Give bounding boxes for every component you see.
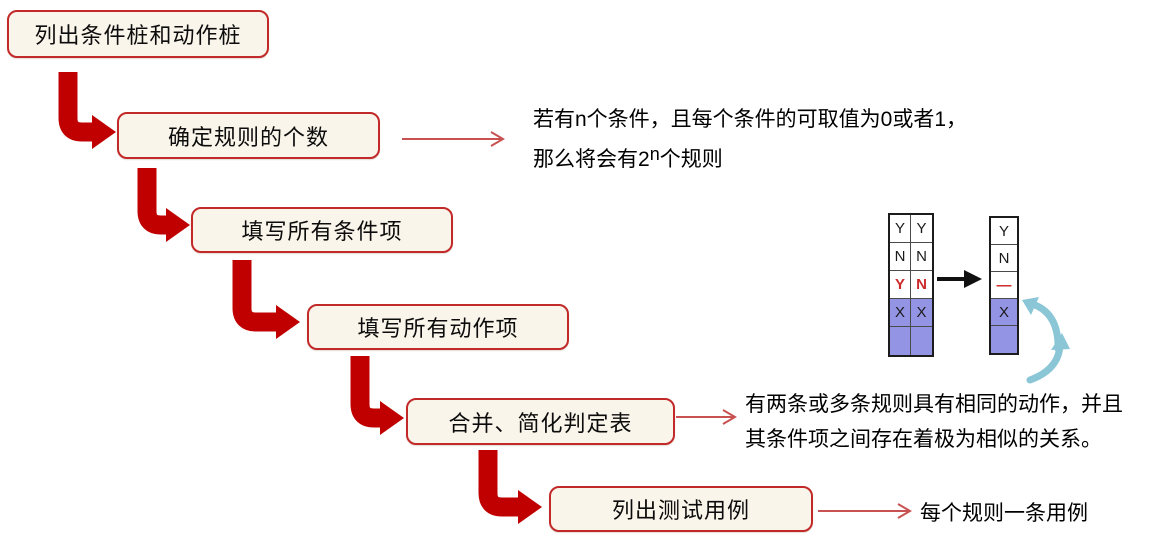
elbow-arrow-step4-step5 [350,356,404,435]
table-row: Y N [890,271,932,299]
note-line: 有两条或多条规则具有相同的动作，并且 [745,393,1123,416]
table-cell: X [890,299,911,327]
table-cell: X [991,299,1017,326]
decision-table-before-merge: Y Y N N Y N X X [888,213,934,357]
flow-step-merge-simplify: 合并、简化判定表 [406,398,675,445]
table-cell: Y [890,215,911,243]
table-cell: Y [911,215,932,243]
thin-arrow-rules-note [402,131,505,147]
table-row: Y Y [890,215,932,243]
elbow-arrow-step2-step3 [137,168,190,242]
table-cell: N [890,243,911,271]
flow-step-list-testcases: 列出测试用例 [549,486,813,532]
flow-step-label: 列出条件桩和动作桩 [34,23,242,48]
flow-step-list-stubs: 列出条件桩和动作桩 [7,10,269,58]
note-line: 其条件项之间存在着极为相似的关系。 [745,428,1102,451]
note-test-case: 每个规则一条用例 [920,502,1088,525]
table-row: N [991,245,1017,272]
note-line: 若有n个条件，且每个条件的可取值为0或者1， [533,108,968,131]
thin-arrow-case-note [818,503,912,519]
table-row [991,326,1017,353]
table-cell [890,327,911,355]
flow-step-label: 列出测试用例 [611,498,750,523]
flow-step-label: 填写所有动作项 [357,316,519,341]
table-row [890,327,932,355]
elbow-arrow-step3-step4 [232,260,300,339]
curved-swap-arrow-icon [1022,297,1070,384]
table-cell [911,327,932,355]
merge-tables-arrow [937,270,982,288]
flow-step-label: 填写所有条件项 [241,219,403,244]
thin-arrow-merge-note [676,409,737,425]
elbow-arrow-step5-step6 [478,450,542,524]
table-cell: N [911,271,932,299]
decision-table-after-merge: Y N — X [989,216,1019,355]
table-row: — [991,272,1017,299]
flow-step-fill-conditions: 填写所有条件项 [191,207,453,253]
table-row: X X [890,299,932,327]
table-cell: Y [991,218,1017,245]
superscript-n: n [649,144,660,164]
note-line: 那么将会有2n个规则 [533,144,723,171]
table-cell [991,326,1017,353]
table-row: Y [991,218,1017,245]
table-cell: — [991,272,1017,299]
flow-step-rule-count: 确定规则的个数 [117,112,380,159]
table-cell: Y [890,271,911,299]
table-row: N N [890,243,932,271]
table-cell: X [911,299,932,327]
note-merge-rule: 有两条或多条规则具有相同的动作，并且 其条件项之间存在着极为相似的关系。 [745,387,1123,457]
flow-step-label: 合并、简化判定表 [448,410,633,436]
table-row: X [991,299,1017,326]
table-cell: N [991,245,1017,272]
flow-step-fill-actions: 填写所有动作项 [307,304,569,350]
flow-step-label: 确定规则的个数 [167,124,329,150]
note-rule-count: 若有n个条件，且每个条件的可取值为0或者1， 那么将会有2n个规则 [533,102,967,177]
table-cell: N [911,243,932,271]
elbow-arrow-step1-step2 [58,72,116,149]
